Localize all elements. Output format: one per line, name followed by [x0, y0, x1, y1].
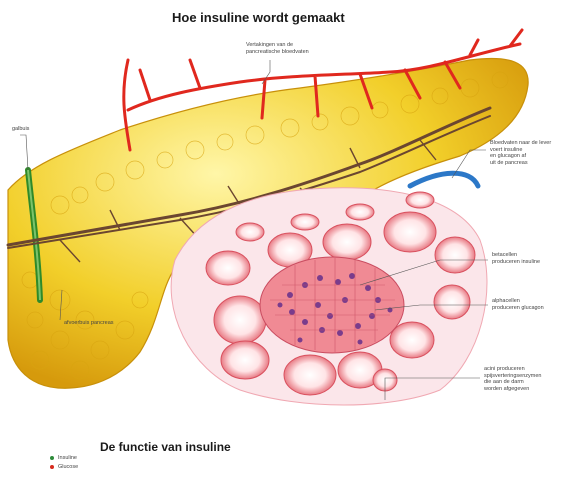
vein	[410, 173, 478, 186]
legend-dot-icon	[50, 465, 54, 469]
legend-item-glucose: Glucose	[50, 464, 78, 470]
legend-item-insuline: Insuline	[50, 455, 77, 461]
label-bile-duct: galbuis	[12, 126, 29, 133]
section-subtitle: De functie van insuline	[100, 440, 231, 454]
label-acini: acini produceren spijsverteringsenzymen …	[484, 366, 541, 392]
label-artery: Vertakingen van de pancreatische bloedva…	[246, 42, 309, 55]
label-pancreatic-duct: afvoerbuis pancreas	[64, 320, 114, 327]
islet	[260, 257, 404, 353]
legend-dot-icon	[50, 456, 54, 460]
label-vein: Bloedvaten naar de lever voert insuline …	[490, 140, 551, 166]
label-beta-cells: betacellen produceren insuline	[492, 252, 540, 265]
diagram-title: Hoe insuline wordt gemaakt	[172, 10, 345, 25]
label-alpha-cells: alphacellen produceren glucagon	[492, 298, 544, 311]
